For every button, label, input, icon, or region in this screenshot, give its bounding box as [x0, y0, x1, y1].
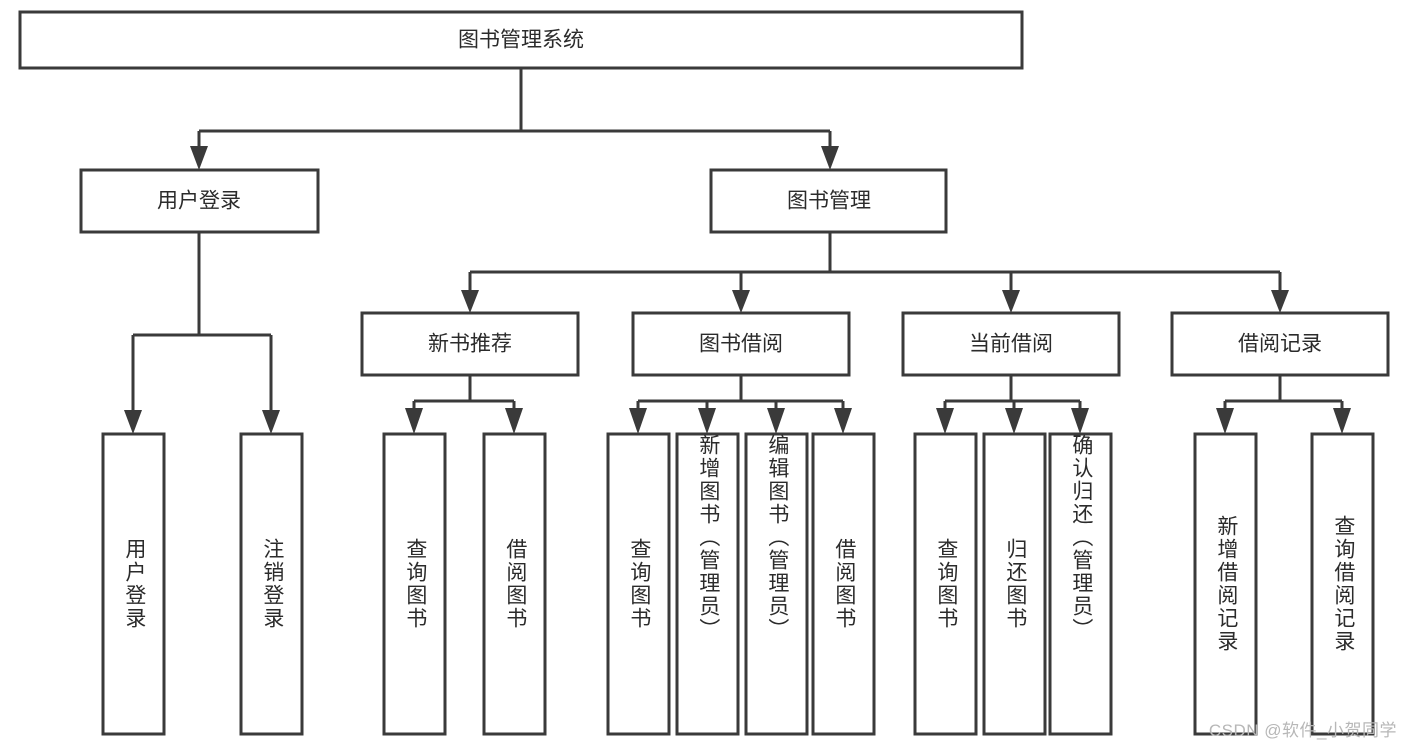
arrow-leaf-query-book-1 [405, 408, 423, 434]
arrow-to-current-borrow [1002, 290, 1020, 313]
node-book-borrow-box[interactable] [631, 311, 851, 377]
leaf-box-add-book-admin[interactable] [675, 432, 740, 736]
arrow-to-user-login [190, 146, 208, 170]
arrow-leaf-borrow-book-2 [834, 408, 852, 434]
arrow-leaf-add-borrow-record [1216, 408, 1234, 434]
csdn-watermark: CSDN @软件_小贺同学 [1208, 721, 1397, 740]
leaf-box-borrow-book[interactable] [811, 432, 876, 736]
leaf-box-logout-login[interactable] [239, 432, 304, 736]
node-new-book-recommend-box[interactable] [360, 311, 580, 377]
leaf-box-user-login[interactable] [101, 432, 166, 736]
leaf-box-add-borrow-record[interactable] [1193, 432, 1258, 736]
node-current-borrow[interactable]: 当前借阅 [901, 311, 1121, 377]
leaf-box-edit-book-admin[interactable] [744, 432, 809, 736]
node-user-login[interactable]: 用户登录 [79, 168, 320, 234]
arrow-leaf-query-book-3 [936, 408, 954, 434]
arrow-leaf-user-login [124, 410, 142, 434]
node-borrow-record-label: 借阅记录 [1238, 333, 1322, 356]
node-current-borrow-label: 当前借阅 [969, 333, 1053, 356]
node-book-borrow-label: 图书借阅 [699, 333, 783, 356]
node-book-management[interactable]: 图书管理 [709, 168, 948, 234]
node-new-book-recommend-label: 新书推荐 [428, 333, 512, 356]
leaf-box-layer [101, 432, 1375, 736]
node-root-box[interactable] [18, 10, 1024, 70]
node-borrow-record[interactable]: 借阅记录 [1170, 311, 1390, 377]
arrow-to-book-borrow [732, 290, 750, 313]
arrow-leaf-edit-book [767, 408, 785, 434]
leaf-box-confirm-return-admin[interactable] [1048, 432, 1113, 736]
arrow-leaf-query-book-2 [629, 408, 647, 434]
node-new-book-recommend[interactable]: 新书推荐 [360, 311, 580, 377]
leaf-box-return-book[interactable] [982, 432, 1047, 736]
node-user-login-label: 用户登录 [157, 190, 241, 213]
leaf-box-query-borrow-record[interactable] [1310, 432, 1375, 736]
arrow-leaf-return-book [1005, 408, 1023, 434]
leaf-box-query-book-borrow[interactable] [606, 432, 671, 736]
arrow-leaf-add-book [698, 408, 716, 434]
arrow-to-new-book-recommend [461, 290, 479, 313]
leaf-box-query-book-current[interactable] [913, 432, 978, 736]
arrow-leaf-borrow-book-1 [505, 408, 523, 434]
node-borrow-record-box[interactable] [1170, 311, 1390, 377]
connector-layer [124, 68, 1351, 434]
arrow-to-book-management [821, 146, 839, 170]
node-user-login-box[interactable] [79, 168, 320, 234]
leaf-box-borrow-book-recommend[interactable] [482, 432, 547, 736]
arrow-leaf-confirm-return [1071, 408, 1089, 434]
leaf-box-query-book-recommend[interactable] [382, 432, 447, 736]
node-book-borrow[interactable]: 图书借阅 [631, 311, 851, 377]
node-book-management-label: 图书管理 [787, 190, 871, 213]
arrow-leaf-logout-login [262, 410, 280, 434]
node-current-borrow-box[interactable] [901, 311, 1121, 377]
node-root-label: 图书管理系统 [458, 29, 584, 52]
arrow-leaf-query-borrow-record [1333, 408, 1351, 434]
node-root-system[interactable]: 图书管理系统 [18, 10, 1024, 70]
node-book-management-box[interactable] [709, 168, 948, 234]
arrow-to-borrow-record [1271, 290, 1289, 313]
